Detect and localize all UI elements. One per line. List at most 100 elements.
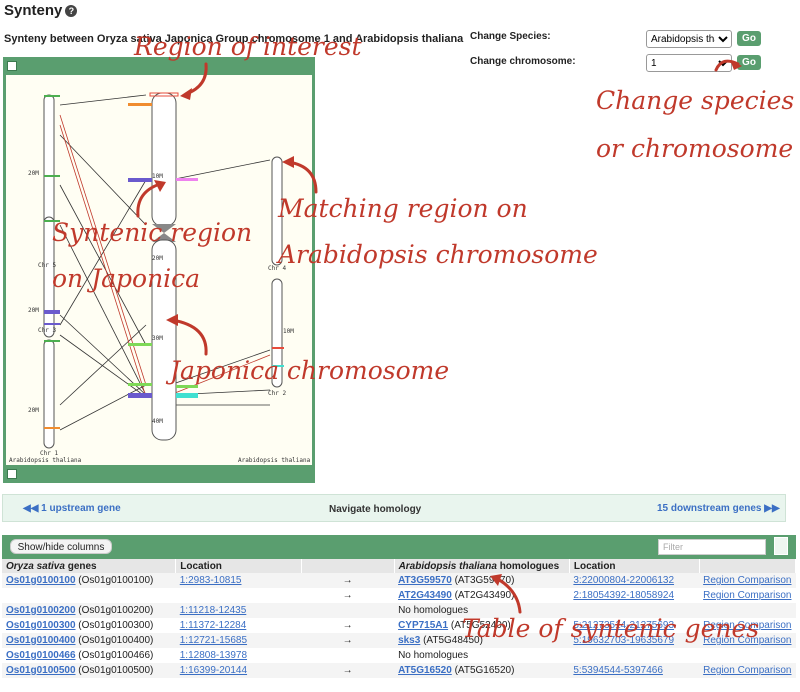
filter-input[interactable]: Filter	[658, 539, 766, 555]
chromosome-chr3[interactable]	[43, 216, 55, 338]
upstream-link-text[interactable]: 1 upstream gene	[41, 503, 121, 514]
location-link[interactable]: 1:2983-10815	[179, 575, 242, 586]
block-green	[128, 383, 152, 386]
block-green	[176, 385, 198, 388]
homologue-id: (AT3G59570)	[454, 575, 515, 586]
gene-link[interactable]: Os01g0100500	[6, 665, 76, 676]
center-tick-40m: 40M	[152, 418, 163, 425]
region-of-interest-marker[interactable]	[149, 92, 179, 97]
footer-left: Arabidopsis thaliana	[9, 457, 82, 464]
homologue-link[interactable]: AT3G59570	[398, 575, 452, 586]
region-comparison-link[interactable]: Region Comparison	[703, 590, 792, 601]
homologue-cell: AT5G16520 (AT5G16520)	[394, 663, 570, 678]
homologue-link[interactable]: AT2G43490	[398, 590, 452, 601]
homologue-link[interactable]: sks3	[398, 635, 421, 646]
homologue-location-link[interactable]: 5:21273514-21275693	[573, 620, 675, 631]
gene-link[interactable]: Os01g0100300	[6, 620, 76, 631]
species-select[interactable]: Arabidopsis thali	[646, 30, 732, 48]
block-orange	[128, 103, 152, 106]
block-green	[44, 175, 60, 177]
help-icon[interactable]: ?	[65, 5, 78, 17]
downstream-link-text[interactable]: 15 downstream genes	[657, 503, 762, 514]
left-label-chr5: Chr 5	[38, 262, 56, 269]
comparison-cell: Region Comparison	[699, 588, 795, 603]
location-cell: 1:16399-20144	[175, 663, 302, 678]
location-cell: 1:12721-15685	[175, 633, 302, 648]
gene-id: (Os01g0100200)	[78, 605, 154, 616]
link-line	[169, 159, 271, 181]
comparison-cell: Region Comparison	[699, 663, 796, 678]
homologue-location-link[interactable]: 5:5394544-5397466	[573, 665, 663, 676]
arrowhead	[166, 314, 178, 326]
location-link[interactable]: 1:12808-13978	[179, 650, 248, 661]
chromosome-chr2[interactable]	[271, 278, 283, 388]
gene-id: (Os01g0100100)	[78, 575, 154, 586]
region-comparison-link[interactable]: Region Comparison	[703, 665, 792, 676]
gene-link[interactable]: Os01g0100200	[6, 605, 76, 616]
upstream-link[interactable]: ◀◀ 1 upstream gene	[23, 503, 121, 514]
col-arrow	[301, 559, 395, 573]
link-line	[59, 324, 147, 406]
chromosome-go-button[interactable]: Go	[737, 55, 761, 70]
homologue-id: (AT2G43490)	[454, 590, 515, 601]
location-link[interactable]: 1:11372-12284	[179, 620, 247, 631]
region-comparison-link[interactable]: Region Comparison	[703, 635, 792, 646]
link-line	[59, 314, 147, 396]
location-link[interactable]: 1:16399-20144	[179, 665, 248, 676]
homologue-id: (AT5G16520)	[454, 665, 515, 676]
block-blue	[128, 393, 152, 398]
species-go-button[interactable]: Go	[737, 31, 761, 46]
homologue-cell: AT2G43490 (AT2G43490)	[394, 588, 569, 603]
chromosome-select[interactable]: 1	[646, 54, 732, 72]
centromere-lower	[152, 233, 176, 242]
col-homologues-species: Arabidopsis thaliana	[398, 560, 497, 572]
col-location2[interactable]: Location	[569, 559, 700, 573]
arrowhead	[154, 180, 166, 192]
location-link[interactable]: 1:12721-15685	[179, 635, 248, 646]
table-row: Os01g0100466 (Os01g0100466)1:12808-13978…	[2, 648, 796, 663]
link-line	[59, 124, 147, 398]
chromosome-chr4[interactable]	[271, 156, 283, 266]
link-line	[59, 94, 147, 106]
center-tick-10m: 10M	[152, 173, 163, 180]
page-title-text: Synteny	[4, 2, 63, 19]
homologue-location-link[interactable]: 2:18054392-18058924	[573, 590, 675, 601]
gene-cell: Os01g0100200 (Os01g0100200)	[2, 603, 176, 618]
homologue-location-link[interactable]: 5:19632703-19635679	[573, 635, 675, 646]
link-line	[59, 334, 147, 398]
karyotype-image[interactable]: 20M Chr 5 20M Chr 3 20M Chr 1 10M 20M 30…	[6, 75, 312, 465]
gene-link[interactable]: Os01g0100400	[6, 635, 76, 646]
homologue-cell: AT3G59570 (AT3G59570)	[394, 573, 570, 588]
homologue-id: No homologues	[398, 650, 469, 661]
col-genes[interactable]: Oryza sativa genes	[2, 559, 177, 573]
block-green	[44, 340, 60, 342]
homologue-link[interactable]: AT5G16520	[398, 665, 452, 676]
panel-export-icon[interactable]	[7, 469, 17, 479]
center-tick-20m: 20M	[152, 255, 163, 262]
region-comparison-link[interactable]: Region Comparison	[703, 620, 792, 631]
navigate-homology-label: Navigate homology	[329, 504, 422, 515]
col-homologues[interactable]: Arabidopsis thaliana homologues	[394, 559, 570, 573]
col-genes-suffix: genes	[64, 560, 97, 572]
export-csv-icon[interactable]	[774, 537, 788, 555]
annotation-matching-1: Matching region on	[278, 194, 528, 223]
homologue-link[interactable]: CYP715A1	[398, 620, 449, 631]
region-comparison-link[interactable]: Region Comparison	[703, 575, 792, 586]
chromosome-japonica-lower[interactable]	[151, 239, 177, 441]
homologue-cell: No homologues	[394, 648, 569, 663]
arrow-cell	[301, 603, 395, 618]
gene-link[interactable]: Os01g0100100	[6, 575, 76, 586]
gene-link[interactable]: Os01g0100466	[6, 650, 76, 661]
gene-cell: Os01g0100466 (Os01g0100466)	[2, 648, 176, 663]
col-location[interactable]: Location	[175, 559, 302, 573]
location-link[interactable]: 1:11218-12435	[179, 605, 247, 616]
link-line	[59, 184, 147, 346]
annotation-table: Table of syntenic genes	[462, 614, 760, 643]
block-green	[44, 220, 60, 222]
arrow-table	[494, 576, 522, 614]
panel-config-icon[interactable]	[7, 61, 17, 71]
show-hide-columns-button[interactable]: Show/hide columns	[10, 539, 112, 554]
downstream-link[interactable]: 15 downstream genes ▶▶	[657, 503, 780, 514]
arrow-region-of-interest	[184, 62, 208, 96]
homologue-location-link[interactable]: 3:22000804-22006132	[573, 575, 675, 586]
